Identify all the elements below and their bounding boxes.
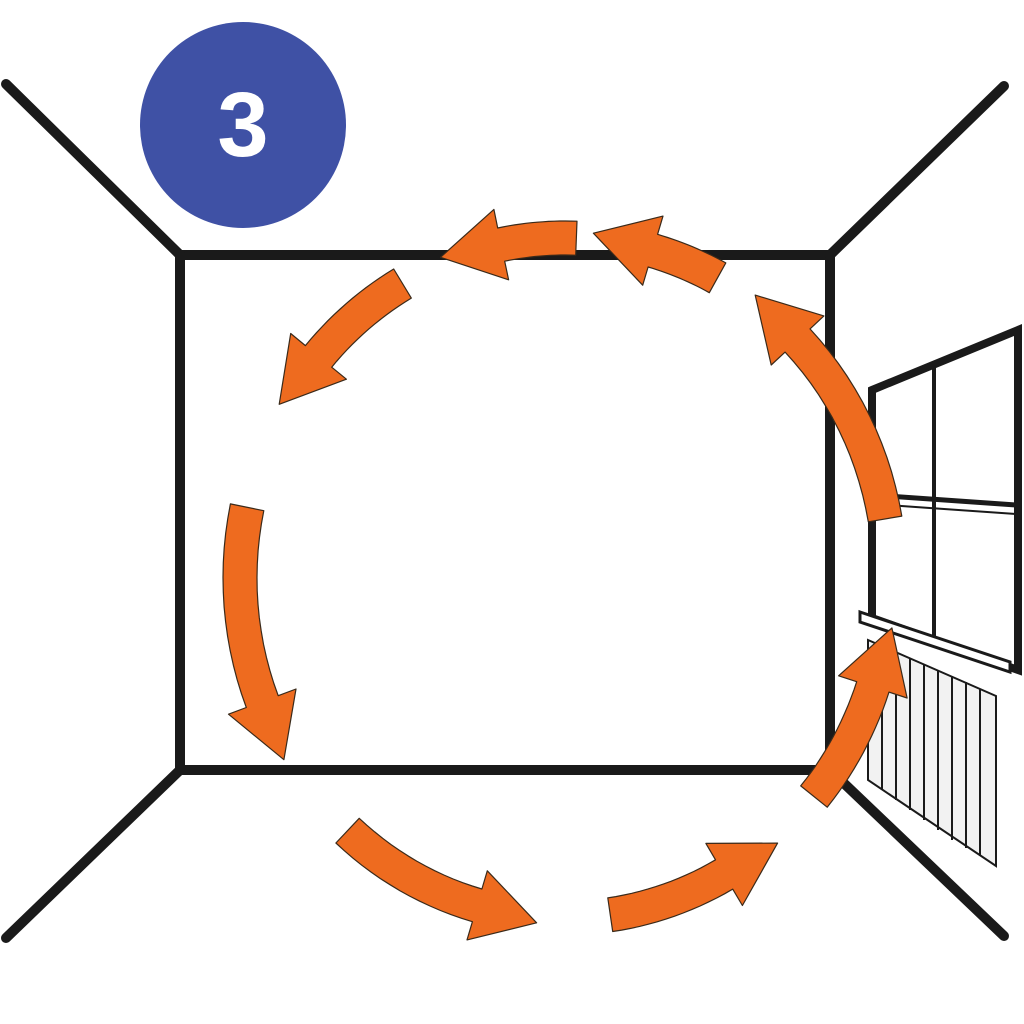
step-number: 3 — [217, 74, 269, 176]
window-icon — [858, 324, 1022, 676]
edge-bottom-right — [825, 765, 1009, 941]
circulation-arrows — [222, 208, 908, 941]
edge-top-left — [1, 79, 185, 260]
circulation-arrow — [222, 503, 297, 761]
circulation-arrow — [607, 842, 779, 933]
step-badge: 3 — [140, 22, 346, 228]
circulation-arrow — [439, 208, 578, 281]
circulation-arrow — [800, 627, 908, 808]
room-outline — [1, 79, 1009, 943]
circulation-arrow — [335, 817, 538, 941]
circulation-arrow — [592, 215, 727, 294]
edge-bottom-left — [1, 765, 185, 943]
edge-top-right — [825, 81, 1009, 260]
circulation-arrow — [278, 268, 412, 405]
circulation-arrow — [754, 294, 903, 523]
